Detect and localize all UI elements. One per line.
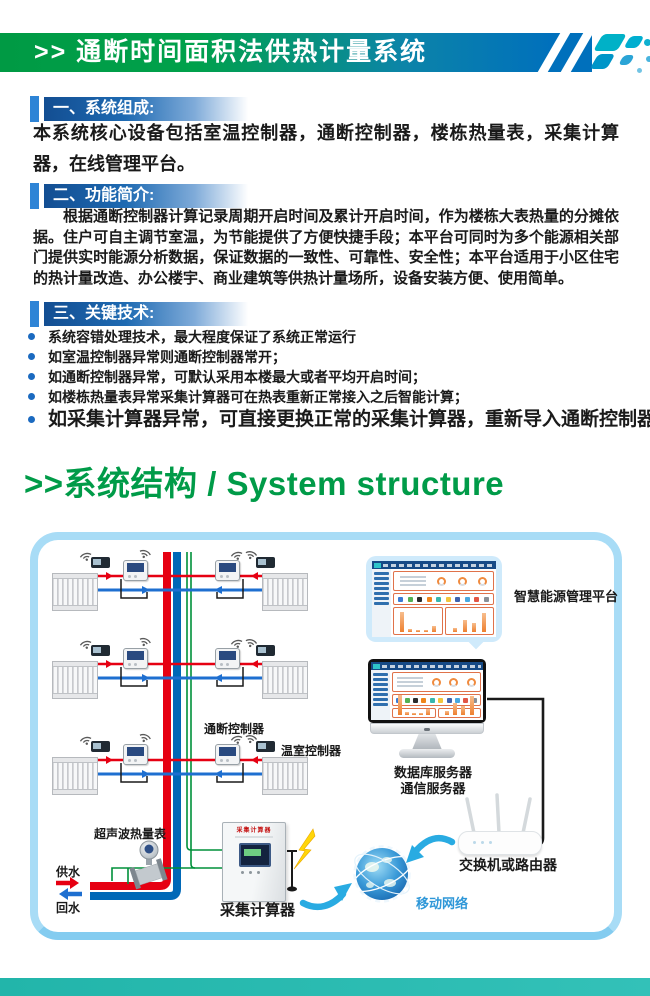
footer-teal-bar (0, 978, 650, 996)
room-thermostat-device (256, 557, 275, 568)
radiator (262, 573, 308, 611)
section-heading: 一、系统组成: (44, 97, 259, 121)
label-return-water: 回水 (56, 901, 81, 915)
room-thermostat-device (91, 741, 110, 752)
room-thermostat-device (256, 741, 275, 752)
onoff-controller-device (215, 560, 240, 581)
dash-kpi-row (392, 672, 481, 692)
onoff-controller-device (215, 744, 240, 765)
onoff-controller-device (123, 744, 148, 765)
section-heading: 三、关键技术: (44, 302, 259, 326)
key-tech-bullet: 系统容错处理技术，最大程度保证了系统正常运行 (28, 327, 624, 347)
radiator (262, 757, 308, 795)
radiator (52, 757, 98, 795)
key-tech-list: 系统容错处理技术，最大程度保证了系统正常运行如室温控制器异常则通断控制器常开；如… (28, 327, 650, 433)
header-deco-dot (646, 56, 650, 62)
onoff-controller-device (123, 648, 148, 669)
dash-icon-row (393, 593, 494, 605)
dash-chart-right (444, 607, 494, 635)
server-monitor (368, 659, 486, 723)
dash-kpi-row (393, 571, 494, 591)
cabinet-button (257, 871, 260, 874)
platform-dashboard-screenshot (372, 561, 496, 637)
key-tech-bullet: 如通断控制器异常，可默认采用本楼最大或者平均开启时间； (28, 367, 624, 387)
dash-sidebar (371, 670, 390, 720)
onoff-controller-device (123, 560, 148, 581)
key-tech-bullet: 如楼栋热量表异常采集计算器可在热表重新正常接入之后智能计算； (28, 387, 624, 407)
page-title: >> 通断时间面积法供热计量系统 (34, 38, 428, 66)
dash-logo (374, 562, 381, 568)
label-room-controller: 温室控制器 (281, 744, 342, 758)
radiator (52, 573, 98, 611)
radiator (262, 661, 308, 699)
cabinet-button (249, 871, 252, 874)
dash-chart-right (437, 696, 481, 718)
dash-chart-left (392, 695, 436, 718)
section-1-body: 本系统核心设备包括室温控制器，通断控制器，楼栋热量表，采集计算器，在线管理平台。 (33, 123, 619, 174)
key-tech-bullet: 如采集计算器异常，可直接更换正常的采集计算器，重新导入通断控制器 (28, 407, 650, 433)
key-tech-bullet: 如室温控制器异常则通断控制器常开； (28, 347, 624, 367)
dash-chart-left (393, 607, 443, 635)
label-platform: 智慧能源管理平台 (514, 589, 619, 604)
section-accent-bar (30, 183, 39, 209)
monitor-base (399, 749, 455, 758)
label-ultrasonic-meter: 超声波热量表 (94, 827, 167, 841)
label-supply-water: 供水 (56, 865, 81, 879)
section-accent-bar (30, 96, 39, 122)
room-thermostat-device (256, 645, 275, 656)
router-device (458, 831, 542, 855)
label-mobile-network: 移动网络 (416, 896, 469, 911)
cabinet-panel-title: 采集计算器 (236, 828, 272, 834)
dash-logo (373, 663, 380, 669)
section-2-body: 根据通断控制器计算记录周期开启时间及累计开启时间，作为楼栋大表热量的分摊依据。住… (33, 208, 619, 287)
collector-cabinet: 采集计算器 (222, 822, 286, 902)
monitor-chin (370, 723, 484, 734)
radiator (52, 661, 98, 699)
header-deco-dot (637, 68, 642, 73)
cabinet-screen (239, 843, 271, 867)
label-db-server: 数据库服务器 (393, 765, 472, 780)
label-router: 交换机或路由器 (459, 857, 557, 873)
label-comm-server: 通信服务器 (400, 781, 466, 796)
header-deco-dot (644, 39, 650, 46)
cabinet-panel-subline (235, 836, 273, 838)
onoff-controller-device (215, 648, 240, 669)
cabinet-button (241, 871, 244, 874)
monitor-stand (412, 734, 442, 750)
monitor-dashboard-screen (371, 662, 483, 720)
dash-nav (382, 664, 481, 668)
room-thermostat-device (91, 645, 110, 656)
dash-nav (383, 563, 494, 567)
label-collector: 采集计算器 (220, 902, 296, 919)
section-heading: 二、功能简介: (44, 184, 259, 208)
label-onoff-controller: 通断控制器 (204, 722, 265, 736)
section-accent-bar (30, 301, 39, 327)
dash-icon-row (392, 694, 481, 706)
room-thermostat-device (91, 557, 110, 568)
platform-callout (366, 556, 502, 642)
structure-heading: >>系统结构 / System structure (24, 465, 505, 502)
dash-sidebar (372, 569, 391, 637)
